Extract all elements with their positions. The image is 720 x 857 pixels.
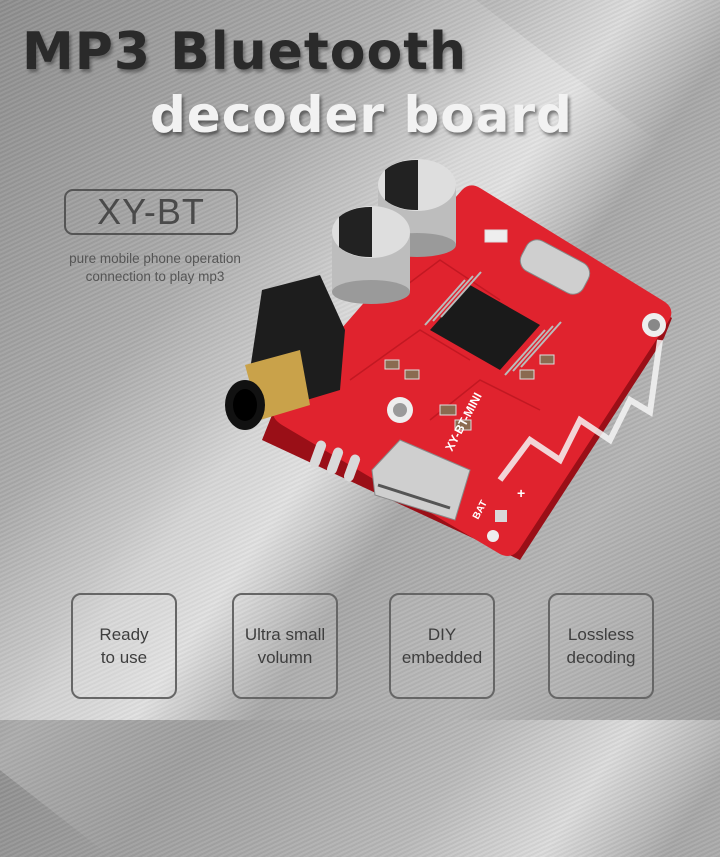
capacitor-1 bbox=[378, 159, 456, 257]
capacitor-2 bbox=[332, 206, 410, 304]
silkscreen-plus: + bbox=[517, 485, 525, 501]
bluetooth-antenna bbox=[497, 339, 663, 482]
decoder-chip bbox=[424, 271, 562, 376]
model-name: XY-BT bbox=[97, 191, 205, 232]
crystal-oscillator bbox=[519, 239, 591, 295]
model-description: pure mobile phone operation connection t… bbox=[40, 250, 270, 286]
micro-usb-port bbox=[371, 439, 471, 521]
title-line-2: decoder board bbox=[150, 86, 573, 144]
title-line-1: MP3 Bluetooth bbox=[22, 22, 468, 82]
model-badge: XY-BT bbox=[64, 189, 238, 235]
audio-jack bbox=[225, 275, 345, 430]
decoder-board-image: XY-BT-MINI BAT + bbox=[225, 159, 672, 560]
description-line-2: connection to play mp3 bbox=[85, 269, 225, 284]
description-line-1: pure mobile phone operation bbox=[69, 251, 241, 266]
